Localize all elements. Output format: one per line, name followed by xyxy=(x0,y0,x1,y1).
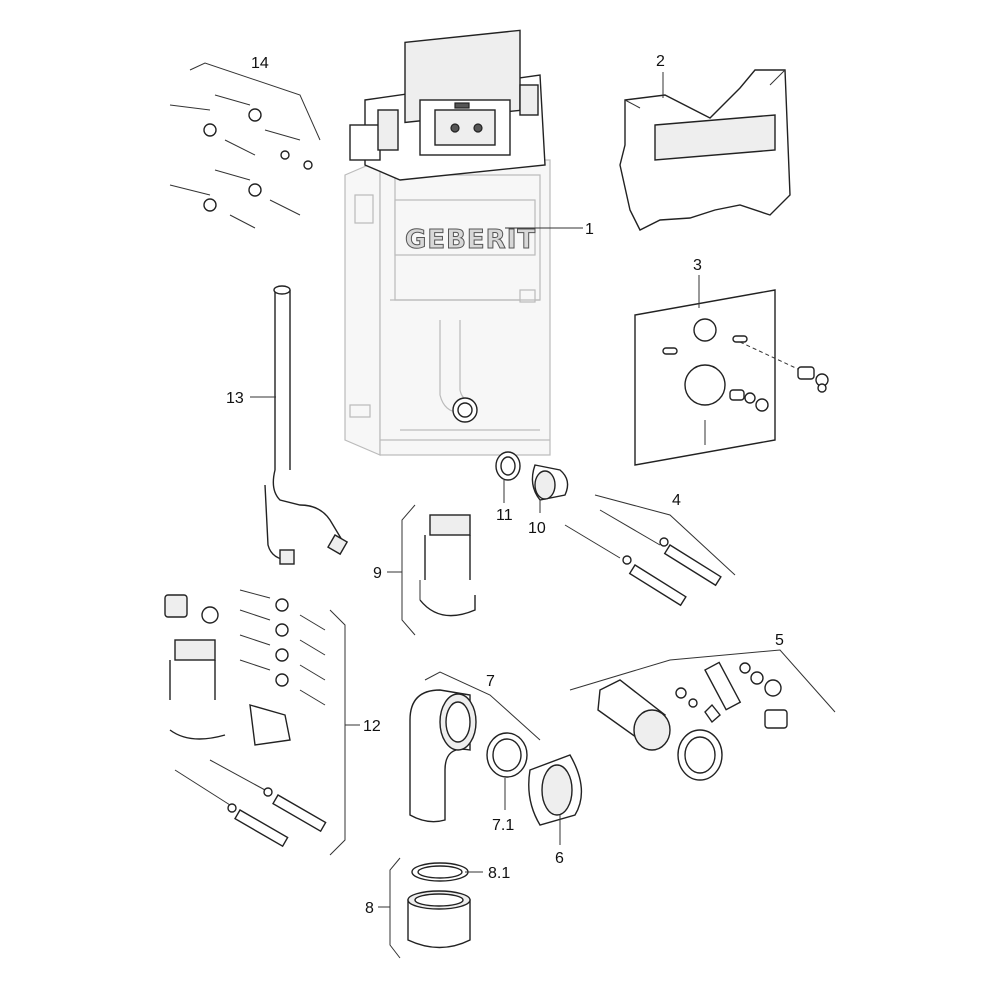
part-1-installation-frame: GEBERIT xyxy=(344,29,551,456)
callout-9: 9 xyxy=(373,565,382,582)
part-3-sound-insulation-plate xyxy=(634,289,829,466)
callout-2: 2 xyxy=(656,53,665,70)
callout-12: 12 xyxy=(363,718,381,735)
part-2-insulation-block xyxy=(619,69,791,231)
callout-8: 8 xyxy=(365,900,374,917)
brand-text: GEBERIT xyxy=(405,225,536,255)
part-10-connector xyxy=(531,464,569,501)
callout-8-1: 8.1 xyxy=(488,865,510,882)
callout-6: 6 xyxy=(555,850,564,867)
callout-7: 7 xyxy=(486,673,495,690)
callout-11: 11 xyxy=(496,507,513,524)
leader-lines xyxy=(189,62,836,959)
part-8-pipe-adapter xyxy=(407,890,471,949)
callout-10: 10 xyxy=(528,520,546,537)
callout-3: 3 xyxy=(693,257,702,274)
part-9-bracket xyxy=(419,514,476,617)
callout-7-1: 7.1 xyxy=(492,817,514,834)
callout-14: 14 xyxy=(251,55,269,72)
part-11-seal-ring xyxy=(495,451,521,481)
part-6-connection-sleeve xyxy=(528,754,583,826)
part-4-threaded-rods xyxy=(564,509,722,607)
part-7-1-seal-ring xyxy=(486,732,528,778)
part-8-1-seal xyxy=(411,862,469,882)
part-12-alternative-set xyxy=(164,589,327,848)
callout-5: 5 xyxy=(775,632,784,649)
callout-4: 4 xyxy=(672,492,681,509)
part-7-elbow-pipe xyxy=(409,689,477,823)
part-13-flush-pipe xyxy=(264,285,349,565)
callout-13: 13 xyxy=(226,390,244,407)
part-5-connection-set xyxy=(597,661,788,781)
callout-1: 1 xyxy=(585,221,594,238)
part-14-fixing-set xyxy=(169,94,313,229)
callout-labels: 1 2 3 4 5 6 7 7.1 8 8.1 9 10 11 12 13 14 xyxy=(226,53,784,917)
